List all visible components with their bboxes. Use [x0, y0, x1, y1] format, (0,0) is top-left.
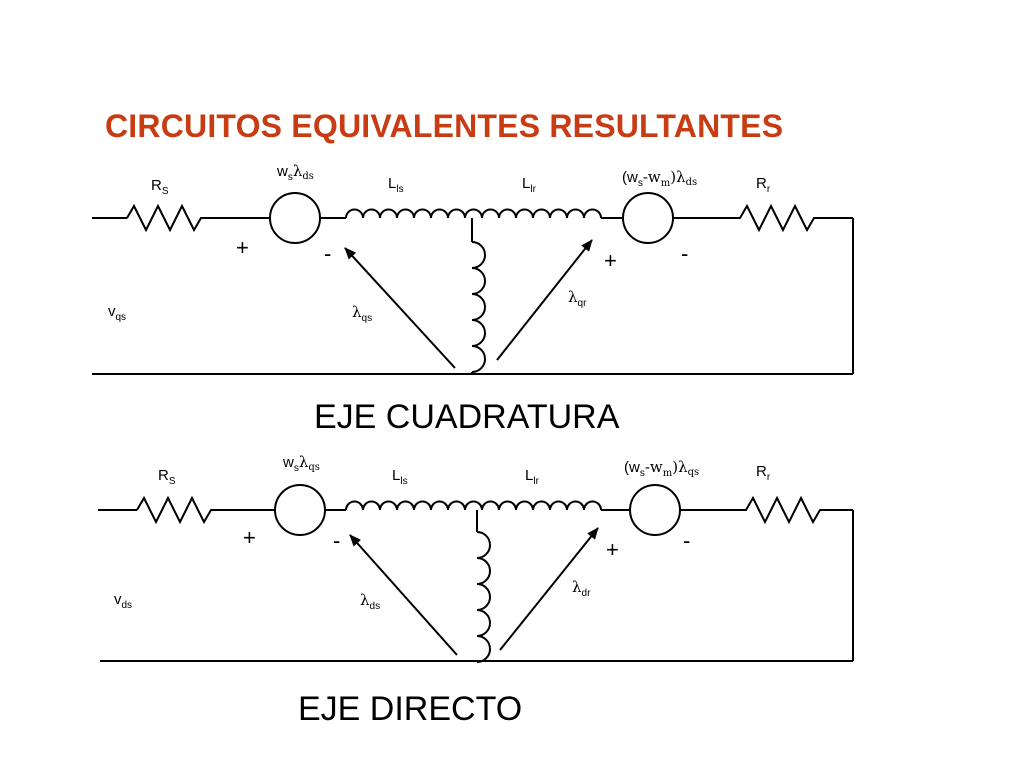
- label-llr: Llr: [522, 175, 537, 195]
- label-llr: Llr: [525, 467, 540, 487]
- label-flux-stator: λds: [360, 591, 380, 612]
- voltage-source-1: [274, 484, 326, 536]
- resistor-rr: [673, 203, 853, 233]
- label-flux-stator: λqs: [352, 303, 372, 324]
- resistor-rs: [136, 495, 275, 525]
- label-source-2: (ws-wm)λqs: [624, 458, 699, 479]
- flux-arrow-rotor: [496, 239, 593, 361]
- inductor-lls: [345, 500, 602, 511]
- voltage-source-2: [629, 484, 681, 536]
- page-title: CIRCUITOS EQUIVALENTES RESULTANTES: [105, 108, 784, 144]
- label-source-1: wsλds: [276, 162, 314, 183]
- caption-direct-axis: EJE DIRECTO: [298, 690, 523, 728]
- inductor-lls: [345, 208, 602, 219]
- label-lls: Lls: [388, 175, 404, 195]
- label-voltage: vds: [114, 591, 132, 611]
- sign-minus-source-2: -: [681, 241, 688, 266]
- circuit-direct-axis: RS wsλqs Lls Llr (ws-wm)λqs Rr vds λds λ…: [98, 453, 854, 663]
- flux-arrow-stator: [349, 534, 458, 656]
- sign-plus-source-2: +: [606, 537, 619, 562]
- label-source-2: (ws-wm)λds: [622, 168, 697, 189]
- label-rr: Rr: [756, 463, 771, 483]
- resistor-rr: [680, 495, 853, 525]
- flux-arrow-rotor: [499, 527, 599, 651]
- sign-minus-source-1: -: [324, 241, 331, 266]
- inductor-magnetizing: [476, 531, 491, 663]
- label-flux-rotor: λqr: [568, 288, 587, 309]
- label-rr: Rr: [756, 175, 771, 195]
- label-flux-rotor: λdr: [572, 578, 591, 599]
- sign-minus-source-2: -: [683, 528, 690, 553]
- inductor-magnetizing: [471, 241, 486, 373]
- sign-plus-source-1: +: [236, 235, 249, 260]
- sign-plus-source-1: +: [243, 525, 256, 550]
- resistor-rs: [126, 203, 270, 233]
- label-voltage: vqs: [108, 303, 126, 323]
- label-rs: RS: [158, 467, 176, 487]
- voltage-source-2: [622, 192, 674, 244]
- label-rs: RS: [151, 177, 169, 197]
- flux-arrow-stator: [344, 247, 456, 369]
- voltage-source-1: [269, 192, 321, 244]
- caption-quadrature-axis: EJE CUADRATURA: [314, 398, 620, 436]
- label-lls: Lls: [392, 467, 408, 487]
- label-source-1: wsλqs: [282, 453, 320, 474]
- circuit-quadrature-axis: RS wsλds Lls Llr (ws-wm)λds Rr vqs λqs λ…: [92, 162, 854, 375]
- sign-plus-source-2: +: [604, 248, 617, 273]
- sign-minus-source-1: -: [333, 528, 340, 553]
